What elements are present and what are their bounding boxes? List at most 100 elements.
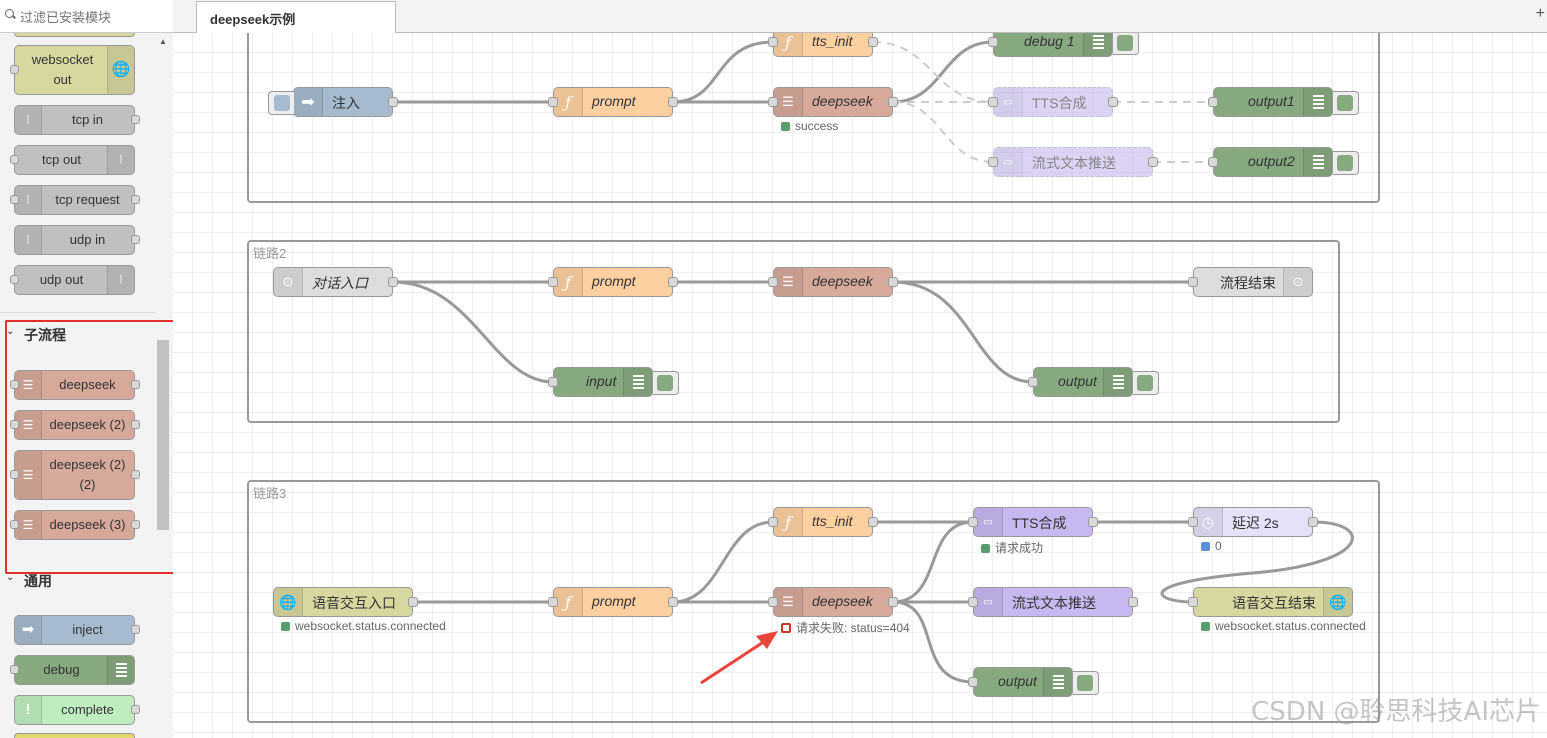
port	[768, 517, 778, 527]
port	[988, 37, 998, 47]
port	[10, 420, 19, 429]
subflow-icon: ☰	[15, 411, 42, 439]
palette-filter-input[interactable]	[18, 6, 172, 28]
port	[868, 37, 878, 47]
group-flow1[interactable]	[247, 33, 1380, 203]
node-output-2[interactable]: output	[1033, 367, 1159, 397]
palette-node-subflow-deepseek-2-2[interactable]: ☰ deepseek (2) (2)	[14, 450, 135, 500]
port	[768, 277, 778, 287]
node-tts-3[interactable]: ▭ TTS合成	[973, 507, 1093, 537]
annotation-arrow	[700, 631, 778, 685]
palette-node-udp-out[interactable]: udp out ⦚	[14, 265, 135, 295]
list-icon	[1303, 148, 1332, 176]
palette-category-common[interactable]: ⌄ 通用	[0, 567, 172, 593]
debug-toggle-button[interactable]	[1333, 91, 1359, 115]
port	[131, 470, 140, 479]
node-flow-end[interactable]: 流程结束 ⊙	[1193, 267, 1313, 297]
node-deepseek-1[interactable]: ☰ deepseek	[773, 87, 893, 117]
divider	[0, 312, 156, 313]
node-prompt-1[interactable]: ƒ prompt	[553, 87, 673, 117]
palette-node-label: deepseek	[59, 377, 116, 392]
node-dialog-entry[interactable]: ⊙ 对话入口	[273, 267, 393, 297]
add-tab-button[interactable]: +	[1535, 5, 1545, 22]
node-deepseek-2[interactable]: ☰ deepseek	[773, 267, 893, 297]
status-dot	[1201, 622, 1210, 631]
palette-category-subflows[interactable]: ⌄ 子流程	[0, 321, 172, 347]
node-tts-1[interactable]: ▭ TTS合成	[993, 87, 1113, 117]
group-label: 链路3	[253, 486, 287, 501]
node-voice-end[interactable]: 语音交互结束 🌐	[1193, 587, 1353, 617]
status-deepseek-3: 请求失败: status=404	[781, 619, 910, 636]
palette-node-label: deepseek (2) (2)	[49, 457, 126, 492]
node-stream-3[interactable]: ▭ 流式文本推送	[973, 587, 1133, 617]
debug-toggle-button[interactable]	[653, 371, 679, 395]
port	[131, 380, 140, 389]
group-flow3[interactable]: 链路3	[247, 480, 1380, 723]
palette-node-debug[interactable]: debug	[14, 655, 135, 685]
node-label: 流式文本推送	[1032, 155, 1116, 171]
port	[768, 97, 778, 107]
node-debug-1[interactable]: debug 1	[993, 33, 1139, 57]
node-inject[interactable]: ➡ 注入	[268, 87, 393, 117]
palette-node-tcp-request[interactable]: ⦚ tcp request	[14, 185, 135, 215]
port	[888, 97, 898, 107]
node-stream-1[interactable]: ▭ 流式文本推送	[993, 147, 1153, 177]
node-tts-init-3[interactable]: ƒ tts_init	[773, 507, 873, 537]
node-deepseek-3[interactable]: ☰ deepseek	[773, 587, 893, 617]
palette-node-subflow-deepseek-3[interactable]: ☰ deepseek (3)	[14, 510, 135, 540]
palette-node-websocket-out[interactable]: websocket out 🌐	[14, 45, 135, 95]
port	[668, 597, 678, 607]
node-delay[interactable]: ◷ 延迟 2s	[1193, 507, 1313, 537]
node-label: deepseek	[812, 593, 873, 609]
globe-icon: 🌐	[1323, 588, 1352, 616]
node-prompt-3[interactable]: ƒ prompt	[553, 587, 673, 617]
timer-icon: ◷	[1194, 508, 1223, 536]
tab-label: deepseek示例	[210, 12, 296, 27]
palette-node-subflow-deepseek[interactable]: ☰ deepseek	[14, 370, 135, 400]
debug-toggle-button[interactable]	[1113, 33, 1139, 55]
palette-node-complete[interactable]: ! complete	[14, 695, 135, 725]
status-tts-3: 请求成功	[981, 539, 1043, 556]
palette-node-tcp-out[interactable]: tcp out ⦚	[14, 145, 135, 175]
palette-node-udp-in[interactable]: ⦚ udp in	[14, 225, 135, 255]
arrow-right-icon: ➡	[294, 88, 323, 116]
wifi-icon: ⦚	[15, 106, 42, 134]
node-input[interactable]: input	[553, 367, 679, 397]
node-prompt-2[interactable]: ƒ prompt	[553, 267, 673, 297]
port	[968, 597, 978, 607]
chevron-down-icon: ⌄	[6, 326, 15, 337]
palette-node-tcp-in[interactable]: ⦚ tcp in	[14, 105, 135, 135]
wifi-icon: ⦚	[15, 226, 42, 254]
debug-toggle-button[interactable]	[1133, 371, 1159, 395]
port	[1208, 97, 1218, 107]
highlight-box	[5, 320, 193, 574]
palette-node-subflow-deepseek-2[interactable]: ☰ deepseek (2)	[14, 410, 135, 440]
port	[1108, 97, 1118, 107]
palette-node-label: tcp out	[41, 152, 82, 167]
debug-toggle-button[interactable]	[1073, 671, 1099, 695]
wifi-icon: ⦚	[107, 146, 134, 174]
port	[408, 597, 418, 607]
status-text: 请求成功	[995, 541, 1044, 555]
node-output-3[interactable]: output	[973, 667, 1099, 697]
palette-node-label: deepseek (2)	[49, 417, 126, 432]
group-flow2[interactable]: 链路2	[247, 240, 1340, 423]
port	[548, 97, 558, 107]
palette-scroll-up-icon[interactable]: ▲	[159, 37, 167, 46]
port	[768, 597, 778, 607]
node-output2[interactable]: output2	[1213, 147, 1359, 177]
debug-toggle-button[interactable]	[1333, 151, 1359, 175]
port	[10, 275, 19, 284]
workspace[interactable]: 链路2 链路3	[173, 33, 1547, 738]
node-voice-entry[interactable]: 🌐 语音交互入口	[273, 587, 413, 617]
node-tts-init-1[interactable]: ƒ tts_init	[773, 33, 873, 57]
list-icon	[1083, 33, 1112, 56]
palette-node-label: tcp request	[55, 192, 120, 207]
palette-node-inject[interactable]: ➡ inject	[14, 615, 135, 645]
status-delay: 0	[1201, 539, 1222, 553]
node-output1[interactable]: output1	[1213, 87, 1359, 117]
port	[1308, 517, 1318, 527]
palette-scrollbar[interactable]	[157, 340, 169, 530]
tab-deepseek-example[interactable]: deepseek示例	[196, 1, 396, 33]
inject-trigger-button[interactable]	[268, 91, 294, 115]
